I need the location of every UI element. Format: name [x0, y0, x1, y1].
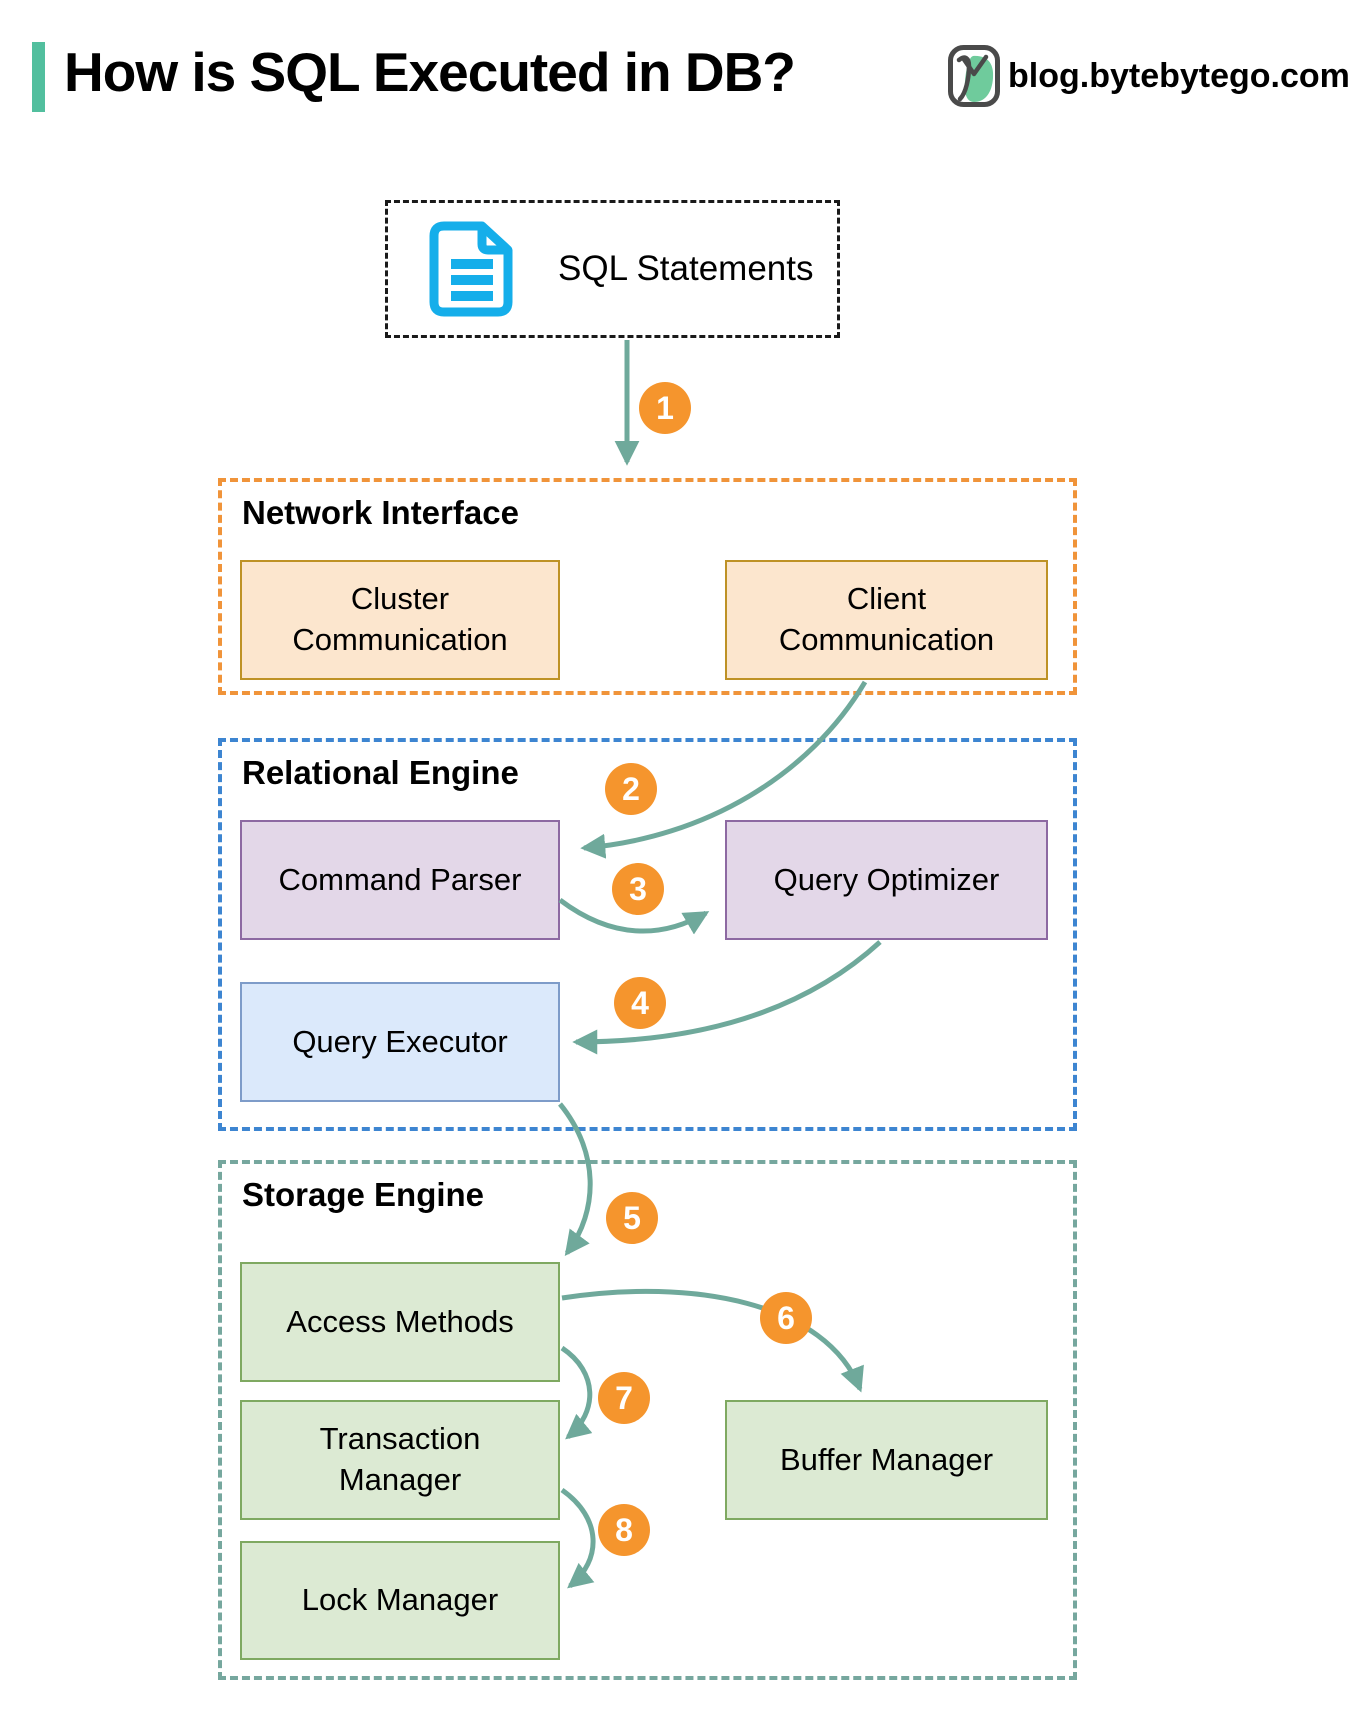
site-url: blog.bytebytego.com — [1008, 57, 1350, 95]
document-text-line — [451, 259, 493, 269]
page-title: How is SQL Executed in DB? — [64, 41, 796, 103]
title-accent-bar — [32, 42, 45, 112]
step-badge-3: 3 — [612, 863, 664, 915]
document-text-line — [451, 291, 493, 301]
bytebytego-logo-icon — [948, 45, 1000, 107]
step-badge-5: 5 — [606, 1192, 658, 1244]
document-icon — [429, 221, 513, 317]
sql-statements-label: SQL Statements — [558, 249, 814, 288]
step-badge-8: 8 — [598, 1504, 650, 1556]
command-parser-box: Command Parser — [240, 820, 560, 940]
sql-statements-box: SQL Statements — [385, 200, 840, 338]
document-text-line — [451, 275, 493, 285]
step-badge-2: 2 — [605, 763, 657, 815]
step-badge-7: 7 — [598, 1372, 650, 1424]
step-badge-6: 6 — [760, 1292, 812, 1344]
cluster-communication-box: Cluster Communication — [240, 560, 560, 680]
storage-engine-section: Storage Engine — [218, 1160, 1077, 1680]
query-optimizer-box: Query Optimizer — [725, 820, 1048, 940]
logo-beak — [960, 54, 989, 77]
network-interface-title: Network Interface — [242, 494, 519, 531]
transaction-manager-box: Transaction Manager — [240, 1400, 560, 1520]
step-badge-1: 1 — [639, 382, 691, 434]
lock-manager-box: Lock Manager — [240, 1541, 560, 1660]
buffer-manager-box: Buffer Manager — [725, 1400, 1048, 1520]
query-executor-box: Query Executor — [240, 982, 560, 1102]
document-fold — [477, 226, 508, 255]
access-methods-box: Access Methods — [240, 1262, 560, 1382]
relational-engine-title: Relational Engine — [242, 754, 519, 791]
step-badge-4: 4 — [614, 977, 666, 1029]
storage-engine-title: Storage Engine — [242, 1176, 485, 1213]
client-communication-box: Client Communication — [725, 560, 1048, 680]
